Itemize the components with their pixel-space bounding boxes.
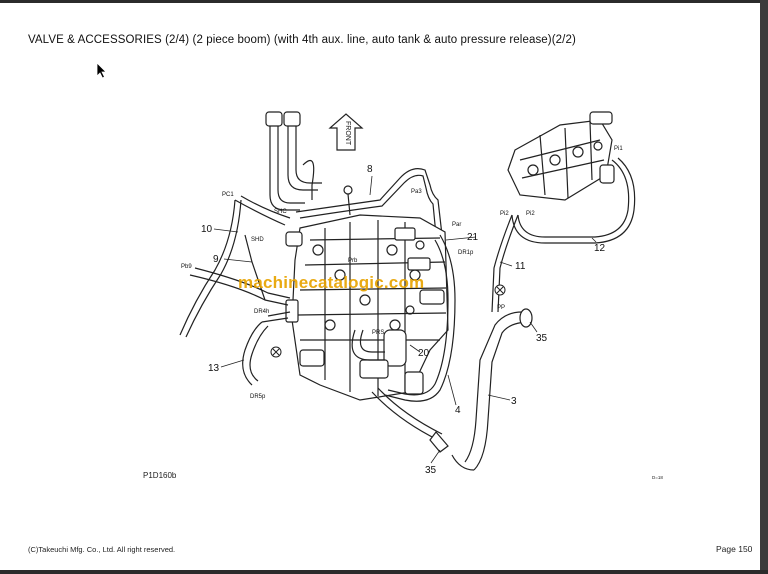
mouse-cursor-icon xyxy=(96,62,107,79)
callout-4: 4 xyxy=(455,405,461,416)
port-labels: PC1 SHC SHD Pb9 DR4h DR5p Pa3 Par DR1p P… xyxy=(181,146,623,400)
page-border-top xyxy=(0,0,768,3)
port-shd: SHD xyxy=(251,237,264,243)
port-par: Par xyxy=(452,222,461,228)
callout-21: 21 xyxy=(467,232,479,243)
hose-11 xyxy=(491,214,513,313)
callout-12: 12 xyxy=(594,243,606,254)
hose-12 xyxy=(517,159,630,238)
hose-3 xyxy=(451,308,533,471)
page-title: VALVE & ACCESSORIES (2/4) (2 piece boom)… xyxy=(28,34,576,46)
callout-35-lower: 35 xyxy=(425,465,437,476)
pilot-valve xyxy=(507,111,615,201)
port-prb: Prb xyxy=(348,258,358,264)
control-valve-block xyxy=(285,185,449,401)
callout-10: 10 xyxy=(201,224,213,235)
hose-8 xyxy=(295,168,443,236)
scrollbar-edge xyxy=(760,0,768,574)
x-marker-icons xyxy=(270,284,506,358)
port-pi2-right: Pi2 xyxy=(526,211,535,217)
port-dr1p: DR1p xyxy=(458,250,474,256)
front-label: FRONT xyxy=(344,121,351,146)
callout-8: 8 xyxy=(367,164,373,175)
leader-lines xyxy=(213,175,597,464)
watermark-text: machinecatalogic.com xyxy=(238,273,425,292)
port-pp: PP xyxy=(497,305,505,311)
hose-13 xyxy=(242,321,263,386)
callout-13: 13 xyxy=(208,363,220,374)
hose-10 xyxy=(179,199,236,336)
callout-20: 20 xyxy=(418,348,430,359)
front-arrow-icon xyxy=(328,113,364,151)
callout-35-upper: 35 xyxy=(536,333,548,344)
port-pa3: Pa3 xyxy=(411,189,422,195)
port-pb9: Pb9 xyxy=(181,264,192,270)
drawing-id: P1D160b xyxy=(143,471,177,480)
upper-hoses xyxy=(265,111,322,211)
callout-11: 11 xyxy=(515,261,526,272)
page-border-bottom xyxy=(0,570,768,574)
port-dr5p-left: DR5p xyxy=(250,394,266,400)
drawing-scale-code: D=18 xyxy=(652,475,663,480)
hose-4 xyxy=(384,234,456,402)
port-pc1: PC1 xyxy=(222,192,234,198)
callout-3: 3 xyxy=(511,396,517,407)
port-shc: SHC xyxy=(274,209,287,215)
page-number: Page 150 xyxy=(716,544,753,554)
port-prs: PRS xyxy=(372,330,384,336)
callout-labels: 3 4 8 9 10 11 12 13 20 21 35 35 xyxy=(201,164,606,476)
port-pi1: Pi1 xyxy=(614,146,623,152)
port-dr4h: DR4h xyxy=(254,309,269,315)
hose-20 xyxy=(351,329,385,361)
copyright-text: (C)Takeuchi Mfg. Co., Ltd. All right res… xyxy=(28,545,176,554)
drain-line xyxy=(371,391,439,441)
port-pi2-left: Pi2 xyxy=(500,211,509,217)
callout-9: 9 xyxy=(213,254,219,265)
